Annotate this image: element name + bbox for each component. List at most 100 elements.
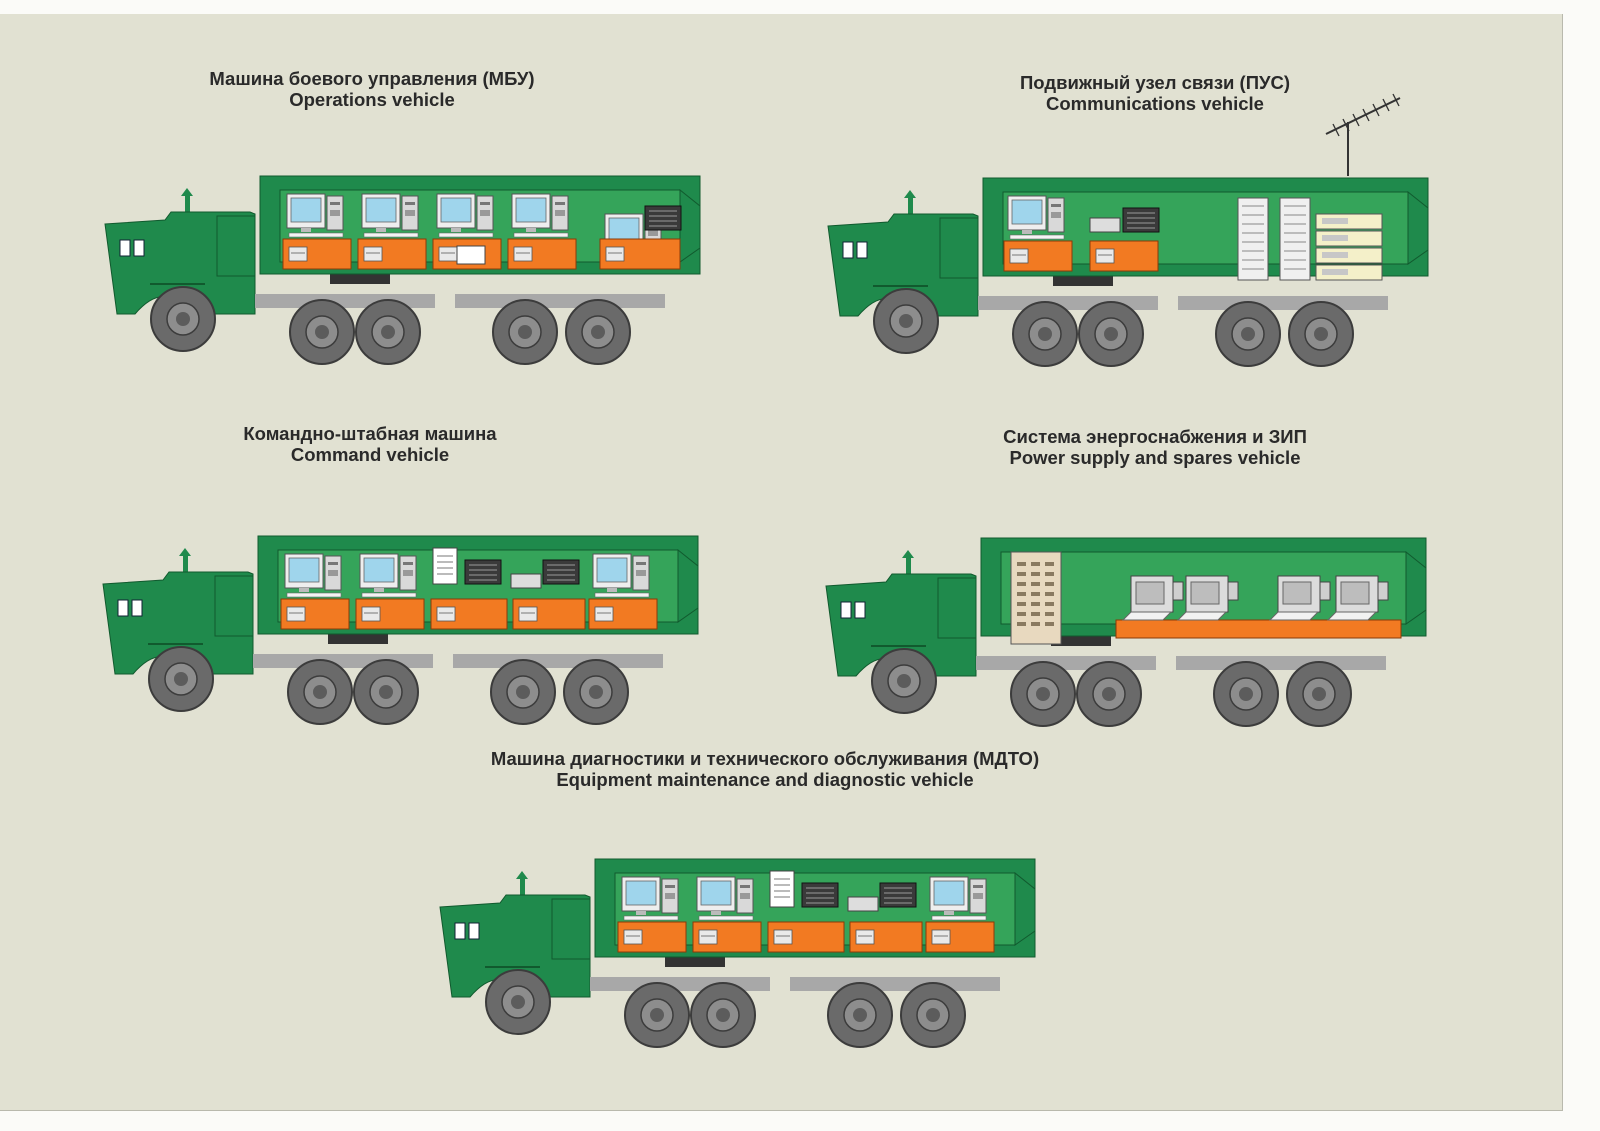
wheel bbox=[151, 287, 215, 351]
caption-command-vehicle: Командно-штабная машина Command vehicle bbox=[170, 423, 570, 465]
desk bbox=[283, 239, 351, 269]
caption-power-supply-vehicle: Система энергоснабжения и ЗИП Power supp… bbox=[955, 426, 1355, 468]
cab-window bbox=[134, 240, 144, 256]
chassis-frame bbox=[1178, 296, 1388, 310]
desk bbox=[600, 239, 680, 269]
cab-window bbox=[118, 600, 128, 616]
switch-unit bbox=[1316, 265, 1382, 280]
switch-unit bbox=[1316, 231, 1382, 246]
desk bbox=[693, 922, 761, 952]
wheel bbox=[1013, 302, 1077, 366]
wheel bbox=[288, 660, 352, 724]
wheel bbox=[566, 300, 630, 364]
desk bbox=[1090, 241, 1158, 271]
desk-phone bbox=[511, 574, 541, 588]
wheel bbox=[1077, 662, 1141, 726]
desk bbox=[618, 922, 686, 952]
wheel bbox=[625, 983, 689, 1047]
printer bbox=[457, 246, 485, 264]
wheel bbox=[1214, 662, 1278, 726]
switch-unit bbox=[1316, 248, 1382, 263]
wheel bbox=[901, 983, 965, 1047]
wheel bbox=[828, 983, 892, 1047]
radio-unit bbox=[880, 883, 916, 907]
operations-vehicle-illustration bbox=[105, 174, 715, 374]
wheel bbox=[354, 660, 418, 724]
desk bbox=[508, 239, 576, 269]
communications-vehicle-illustration bbox=[828, 110, 1458, 380]
wheel bbox=[691, 983, 755, 1047]
radio-unit bbox=[802, 883, 838, 907]
desk bbox=[431, 599, 507, 629]
wheel bbox=[149, 647, 213, 711]
wheel bbox=[1287, 662, 1351, 726]
radio-unit bbox=[645, 206, 681, 230]
caption-maintenance-vehicle: Машина диагностики и технического обслуж… bbox=[415, 748, 1115, 790]
equipment-rack bbox=[1280, 198, 1310, 280]
desk bbox=[358, 239, 426, 269]
caption-en: Power supply and spares vehicle bbox=[955, 447, 1355, 468]
desk bbox=[768, 922, 844, 952]
cab-window bbox=[841, 602, 851, 618]
wheel bbox=[564, 660, 628, 724]
wheel bbox=[290, 300, 354, 364]
wheel bbox=[356, 300, 420, 364]
wheel bbox=[491, 660, 555, 724]
desk-phone bbox=[1090, 218, 1120, 232]
desk bbox=[1004, 241, 1072, 271]
caption-operations-vehicle: Машина боевого управления (МБУ) Operatio… bbox=[172, 68, 572, 110]
chassis-frame bbox=[1176, 656, 1386, 670]
chassis-frame bbox=[453, 654, 663, 668]
desk bbox=[926, 922, 994, 952]
truck-drawing bbox=[440, 859, 1035, 1047]
cab-window bbox=[843, 242, 853, 258]
wheel bbox=[1011, 662, 1075, 726]
power-supply-vehicle-illustration bbox=[826, 536, 1436, 736]
caption-ru: Машина боевого управления (МБУ) bbox=[172, 68, 572, 89]
radio-unit bbox=[1123, 208, 1159, 232]
desk bbox=[513, 599, 585, 629]
desk bbox=[281, 599, 349, 629]
radio-unit bbox=[465, 560, 501, 584]
caption-ru: Система энергоснабжения и ЗИП bbox=[955, 426, 1355, 447]
truck-drawing bbox=[103, 536, 698, 724]
radio-unit bbox=[543, 560, 579, 584]
cab-window bbox=[455, 923, 465, 939]
caption-en: Command vehicle bbox=[170, 444, 570, 465]
wheel bbox=[872, 649, 936, 713]
caption-en: Operations vehicle bbox=[172, 89, 572, 110]
truck-drawing bbox=[828, 94, 1428, 366]
switch-unit bbox=[1316, 214, 1382, 229]
desk bbox=[850, 922, 922, 952]
equipment-rack bbox=[1238, 198, 1268, 280]
caption-ru: Машина диагностики и технического обслуж… bbox=[415, 748, 1115, 769]
cab-window bbox=[469, 923, 479, 939]
cab-window bbox=[855, 602, 865, 618]
truck-drawing bbox=[826, 538, 1426, 726]
document-cabinet bbox=[770, 871, 794, 907]
caption-en: Equipment maintenance and diagnostic veh… bbox=[415, 769, 1115, 790]
desk-phone bbox=[848, 897, 878, 911]
desk bbox=[356, 599, 424, 629]
truck-drawing bbox=[105, 176, 700, 364]
chassis-frame bbox=[455, 294, 665, 308]
caption-communications-vehicle: Подвижный узел связи (ПУС) Communication… bbox=[955, 72, 1355, 114]
cab-window bbox=[120, 240, 130, 256]
wheel bbox=[1289, 302, 1353, 366]
caption-ru: Командно-штабная машина bbox=[170, 423, 570, 444]
caption-ru: Подвижный узел связи (ПУС) bbox=[955, 72, 1355, 93]
wheel bbox=[493, 300, 557, 364]
maintenance-vehicle-illustration bbox=[440, 857, 1050, 1057]
cab-window bbox=[857, 242, 867, 258]
cab-window bbox=[132, 600, 142, 616]
wheel bbox=[1079, 302, 1143, 366]
chassis-frame bbox=[790, 977, 1000, 991]
power-cabinet bbox=[1011, 552, 1061, 644]
desk bbox=[589, 599, 657, 629]
diagram-sheet: Машина боевого управления (МБУ) Operatio… bbox=[0, 14, 1563, 1111]
wheel bbox=[1216, 302, 1280, 366]
command-vehicle-illustration bbox=[103, 534, 713, 734]
wheel bbox=[874, 289, 938, 353]
document-cabinet bbox=[433, 548, 457, 584]
equipment-platform bbox=[1116, 620, 1401, 638]
